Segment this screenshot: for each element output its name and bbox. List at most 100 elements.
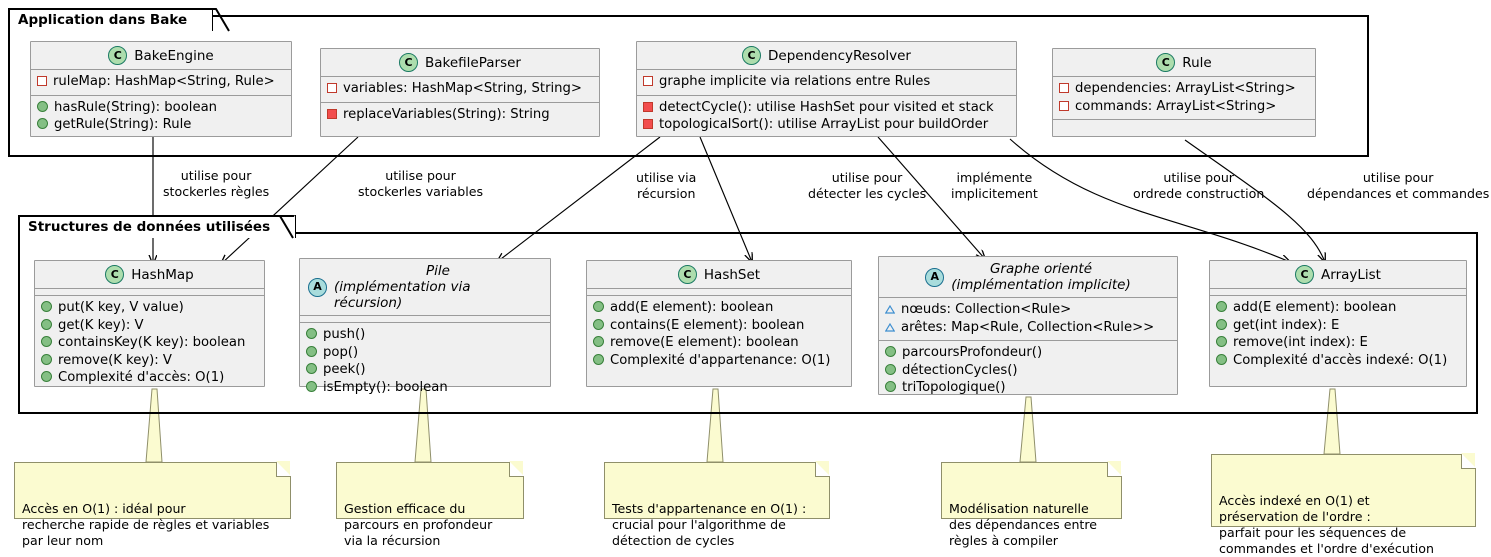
method-row: detectCycle(): utilise HashSet pour visi… [643, 99, 1010, 117]
edge-store-rules-label: utilise pour stockerles règles [163, 168, 269, 199]
package-application [8, 15, 1369, 157]
class-rule[interactable]: C Rule dependencies: ArrayList<String> c… [1052, 48, 1316, 137]
class-title-line: ArrayList [1321, 266, 1381, 283]
class-arraylist-header: C ArrayList [1210, 261, 1466, 289]
class-diagram-canvas: Application dans Bake C BakeEngine ruleM… [8, 8, 1489, 556]
package-application-label: Application dans Bake [18, 12, 188, 28]
class-pile-title: Pile (implémentation via récursion) [334, 263, 542, 311]
class-graphe-header: A Graphe orienté (implémentation implici… [879, 257, 1177, 298]
class-dependencyresolver[interactable]: C DependencyResolver graphe implicite vi… [636, 41, 1017, 137]
class-pile-attributes [300, 316, 550, 323]
attribute-row: nœuds: Collection<Rule> [884, 301, 1171, 319]
method-text: replaceVariables(String): String [343, 106, 550, 122]
public-method-icon [885, 346, 896, 357]
package-structures-title: Structures de données utilisées [18, 215, 297, 238]
abstract-stereotype-icon: A [308, 277, 327, 297]
method-text: triTopologique() [902, 380, 1006, 395]
class-pile-header: A Pile (implémentation via récursion) [300, 259, 550, 316]
class-stereotype-icon: C [1156, 53, 1176, 72]
note-fold-corner [509, 461, 524, 477]
class-rule-methods [1053, 120, 1315, 127]
note-text: Accès indexé en O(1) et préservation de … [1219, 493, 1434, 556]
note-text: Tests d'appartenance en O(1) : crucial p… [612, 501, 807, 548]
class-stereotype-icon: C [742, 46, 762, 65]
private-field-icon [327, 83, 337, 93]
note-fold-corner [276, 461, 291, 477]
class-hashset[interactable]: C HashSet add(E element): boolean contai… [586, 260, 852, 387]
class-bakefileparser[interactable]: C BakefileParser variables: HashMap<Stri… [320, 48, 600, 137]
class-hashset-header: C HashSet [587, 261, 851, 289]
class-dependencyresolver-methods: detectCycle(): utilise HashSet pour visi… [637, 96, 1016, 138]
protected-field-icon [884, 302, 896, 314]
method-text: add(E element): boolean [1233, 300, 1397, 315]
edge-label-line2: implicitement [951, 185, 1038, 201]
attribute-text: dependencies: ArrayList<String> [1075, 81, 1296, 96]
class-bakefileparser-attributes: variables: HashMap<String, String> [321, 77, 599, 103]
attribute-text: commands: ArrayList<String> [1075, 98, 1277, 114]
method-row: remove(K key): V [41, 352, 258, 370]
note-text: Gestion efficace du parcours en profonde… [344, 501, 493, 548]
class-title-line: Rule [1182, 54, 1212, 71]
public-method-icon [885, 381, 896, 392]
public-method-icon [306, 380, 317, 392]
method-text: containsKey(K key): boolean [58, 335, 246, 350]
method-row: hasRule(String): boolean [37, 99, 285, 117]
method-row: Complexité d'accès: O(1) [41, 369, 258, 387]
method-text: get(K key): V [58, 317, 144, 333]
attribute-row: ruleMap: HashMap<String, Rule> [37, 73, 285, 91]
method-text: pop() [323, 344, 359, 360]
method-row: pop() [306, 344, 544, 362]
class-graphe-oriente[interactable]: A Graphe orienté (implémentation implici… [878, 256, 1178, 395]
method-text: détectionCycles() [902, 362, 1018, 378]
class-hashmap-header: C HashMap [35, 261, 264, 289]
attribute-row: variables: HashMap<String, String> [327, 80, 593, 98]
private-method-icon [643, 119, 653, 129]
attribute-text: arêtes: Map<Rule, Collection<Rule>> [901, 319, 1155, 335]
method-text: contains(E element): boolean [610, 317, 805, 333]
attribute-text: ruleMap: HashMap<String, Rule> [53, 74, 275, 89]
method-row: getRule(String): Rule [37, 116, 285, 134]
method-row: isEmpty(): boolean [306, 379, 544, 397]
class-title-line: DependencyResolver [768, 47, 911, 64]
method-text: remove(K key): V [58, 352, 172, 368]
class-bakeengine[interactable]: C BakeEngine ruleMap: HashMap<String, Ru… [30, 41, 292, 137]
attribute-row: arêtes: Map<Rule, Collection<Rule>> [884, 319, 1171, 337]
package-structures [18, 232, 1478, 414]
note-arraylist: Accès indexé en O(1) et préservation de … [1211, 453, 1476, 556]
class-subtitle-line: (implémentation implicite) [951, 277, 1131, 293]
note-fold-corner [815, 461, 830, 477]
class-hashset-attributes [587, 289, 851, 296]
note-hashmap: Accès en O(1) : idéal pour recherche rap… [14, 461, 291, 548]
class-graphe-methods: parcoursProfondeur() détectionCycles() t… [879, 341, 1177, 401]
class-dependencyresolver-header: C DependencyResolver [637, 42, 1016, 70]
method-text: peek() [323, 362, 366, 377]
class-arraylist-methods: add(E element): boolean get(int index): … [1210, 296, 1466, 373]
public-method-icon [41, 318, 52, 330]
class-arraylist-attributes [1210, 289, 1466, 296]
edge-label-line1: utilise pour [1362, 170, 1434, 185]
method-row: replaceVariables(String): String [327, 106, 593, 124]
class-bakeengine-attributes: ruleMap: HashMap<String, Rule> [31, 70, 291, 96]
class-pile[interactable]: A Pile (implémentation via récursion) pu… [299, 258, 551, 395]
class-bakeengine-title: BakeEngine [134, 48, 213, 64]
method-row: containsKey(K key): boolean [41, 334, 258, 352]
method-text: remove(E element): boolean [610, 335, 799, 350]
method-text: add(E element): boolean [610, 300, 774, 315]
class-arraylist[interactable]: C ArrayList add(E element): boolean get(… [1209, 260, 1467, 387]
public-method-icon [41, 301, 52, 312]
edge-label-line1: implémente [956, 170, 1033, 185]
method-row: topologicalSort(): utilise ArrayList pou… [643, 116, 1010, 134]
public-method-icon [1216, 301, 1227, 312]
class-stereotype-icon: C [399, 53, 418, 72]
class-arraylist-title: ArrayList [1321, 267, 1381, 283]
private-method-icon [643, 101, 653, 112]
attribute-row: graphe implicite via relations entre Rul… [643, 73, 1010, 91]
public-method-icon [306, 363, 317, 374]
method-text: push() [323, 327, 366, 342]
edge-label-line2: détecter les cycles [808, 185, 927, 201]
edge-label-line2: ordrede construction [1133, 185, 1265, 201]
class-hashmap[interactable]: C HashMap put(K key, V value) get(K key)… [34, 260, 265, 387]
class-graphe-attributes: nœuds: Collection<Rule> arêtes: Map<Rule… [879, 298, 1177, 341]
class-pile-methods: push() pop() peek() isEmpty(): boolean [300, 323, 550, 400]
method-text: put(K key, V value) [58, 300, 184, 315]
